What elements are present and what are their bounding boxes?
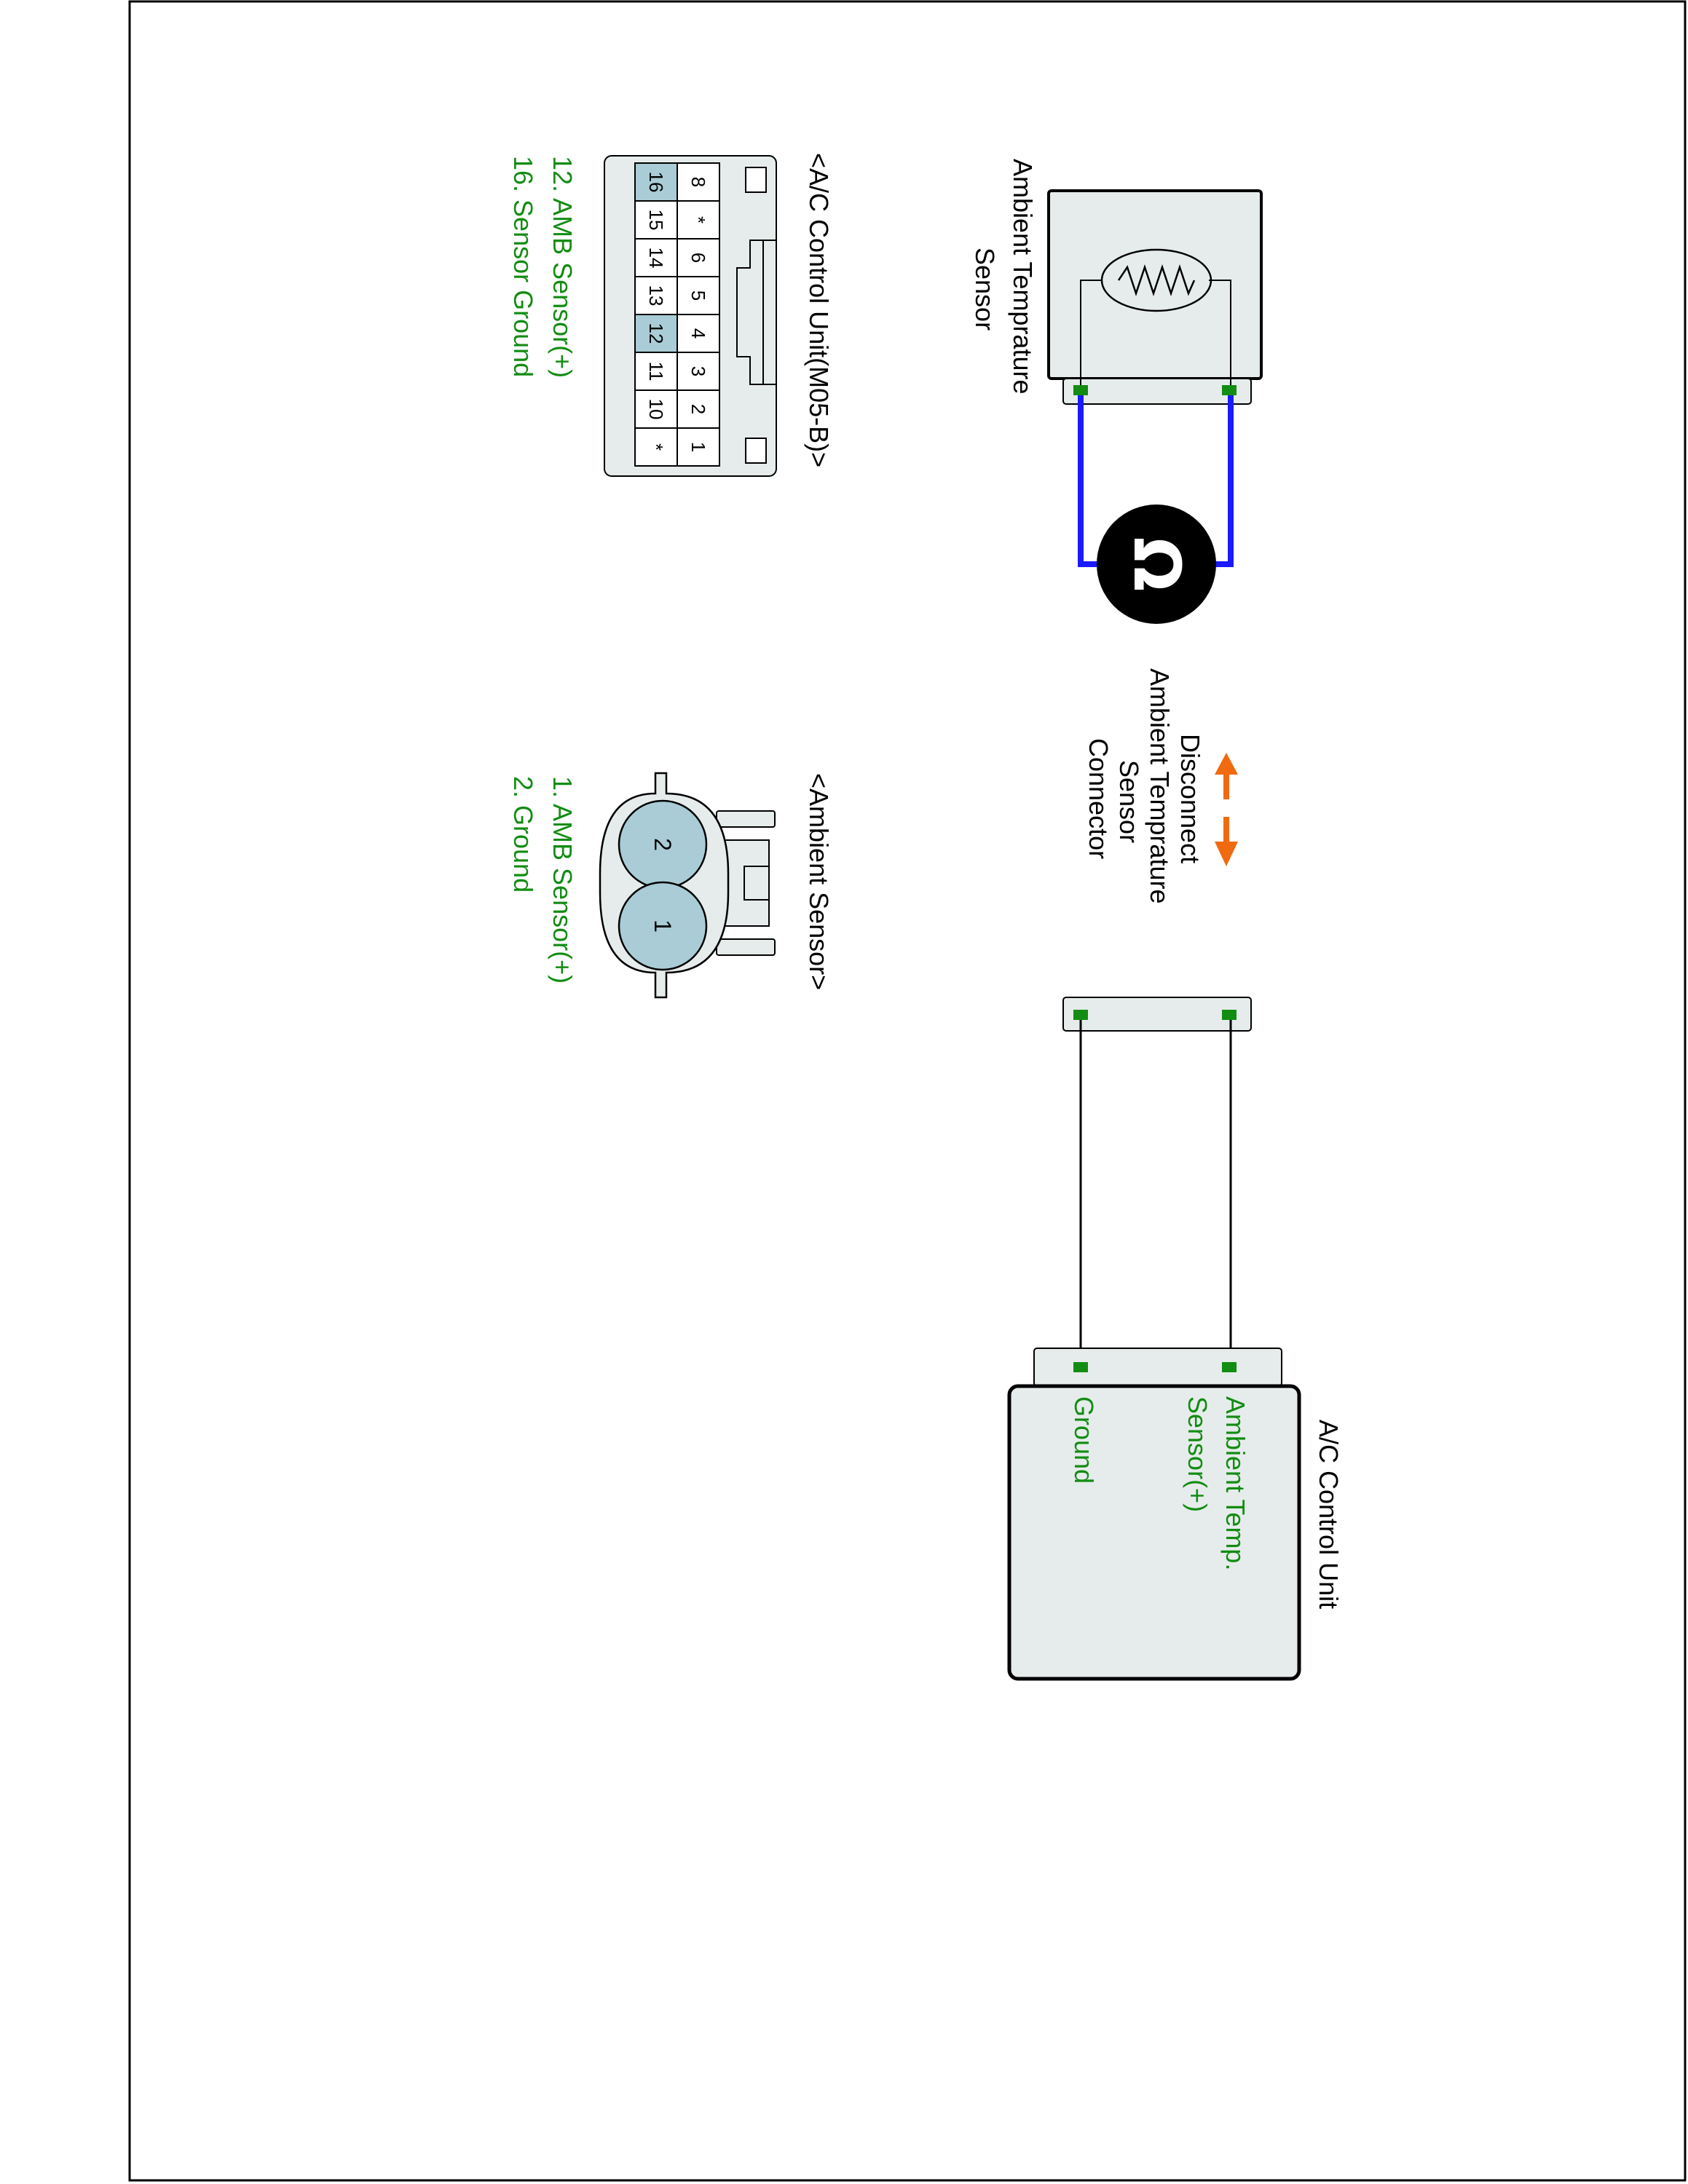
ohm-symbol: Ω [1119,537,1194,592]
acu-pin-number: 3 [687,366,709,376]
lock-inner [744,866,770,901]
acu-pin-grid: 8 * 6 5 4 3 2 1 16 15 14 13 12 11 10 * [634,162,720,467]
tab [716,810,776,828]
acu-connector-title: <A/C Control Unit(M05-B)> [804,153,834,467]
ac-control-unit: A/C Control Unit Ambient Temp. Sensor(+)… [1007,1348,1344,1681]
terminal-icon [1222,385,1237,395]
acu-pin-number: 12 [645,323,667,344]
sensor-connector-view: <Ambient Sensor> 2 1 1. AMB Sensor(+) 2.… [508,772,834,999]
acu-pin-cell-highlighted [634,314,678,353]
terminal-icon [1222,1362,1237,1372]
acu-pin-number: 14 [645,248,667,269]
tab [716,938,776,956]
sensor-connector-legend-1: 1. AMB Sensor(+) [548,776,577,984]
sensor-connector-strip [1062,378,1252,405]
acu-pin-number: 16 [645,172,667,193]
center-lock [736,240,776,385]
acu-pin-number: 13 [645,285,667,306]
ohmmeter-probe: Ω [1078,395,1234,624]
sensor-pin-number: 1 [650,919,676,933]
sensor-internal-wire [1209,280,1231,390]
harness-connector [1062,997,1252,1361]
terminal-icon [1073,1362,1088,1372]
disconnect-line3: Sensor [1114,760,1144,843]
acu-pin-number: 4 [687,328,709,339]
control-unit-body [1007,1384,1301,1681]
sensor-connector-title: <Ambient Sensor> [804,773,834,990]
disconnect-line4: Connector [1084,738,1113,859]
acu-pin-number: 5 [687,290,709,301]
sensor-internal-wire [1080,280,1103,390]
acu-pin-cell [634,276,678,315]
latch [745,167,767,193]
acu-connector-view: <A/C Control Unit(M05-B)> [508,153,834,477]
acu-pin-number: 15 [645,210,667,231]
control-unit-pin2-label: Ground [1069,1396,1099,1484]
acu-pin-number: 11 [645,362,667,381]
acu-pin-cell [634,200,678,240]
control-unit-connector-strip [1033,1348,1282,1387]
acu-pin-cell [634,238,678,277]
arrow-down-icon [1215,842,1238,866]
acu-legend-1: 12. AMB Sensor(+) [548,156,577,378]
latch [745,438,767,464]
acu-pin-cell [634,427,678,467]
sensor-pin-1 [618,881,708,971]
thermistor-outline [1100,248,1212,312]
sensor-pin-number: 2 [650,838,676,851]
control-unit-pin1-label: Ambient Temp. [1220,1396,1250,1570]
page-frame [128,0,1687,2182]
terminal-icon [1073,1010,1088,1020]
disconnect-indicator: Disconnect Ambient Temprature Sensor Con… [1084,668,1238,904]
harness-connector-strip [1062,997,1252,1032]
sensor-connector-legend-2: 2. Ground [508,776,538,893]
acu-pin-cell [677,314,720,353]
acu-pin-number: 10 [645,399,667,420]
acu-pin-cell [634,352,678,391]
acu-pin-cell [677,427,720,467]
acu-legend-2: 16. Sensor Ground [508,156,538,377]
sensor-title-line2: Sensor [970,248,1000,331]
acu-pin-number: * [645,443,667,451]
terminal-icon [1222,1010,1237,1020]
control-unit-title: A/C Control Unit [1314,1420,1344,1609]
disconnect-line2: Ambient Temprature [1145,668,1175,904]
ohmmeter-icon [1097,505,1216,624]
disconnect-line1: Disconnect [1175,734,1205,863]
sensor-title-line1: Ambient Temprature [1008,159,1038,395]
acu-pin-number: 8 [687,177,709,187]
acu-pin-number: 1 [687,442,709,452]
control-unit-pin1-label-line2: Sensor(+) [1183,1396,1212,1512]
arrow-up-icon [1215,753,1238,775]
acu-pin-cell [634,389,678,429]
acu-pin-number: 2 [687,404,709,414]
acu-pin-number: 6 [687,253,709,263]
acu-pin-number: * [687,216,709,223]
resistor-icon [1117,264,1196,296]
terminal-icon [1073,385,1088,395]
acu-pin-cell [677,352,720,391]
ambient-sensor: Ambient Temprature Sensor [970,159,1263,405]
